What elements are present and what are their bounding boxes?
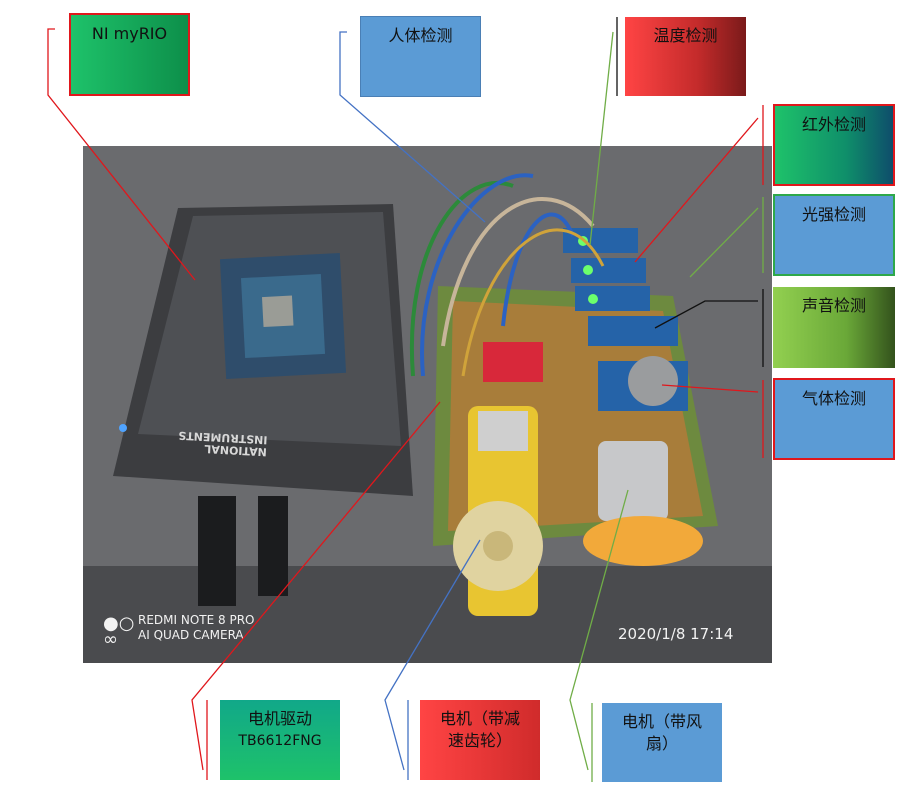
label-gear-motor-line1: 电机（带减 — [439, 709, 520, 728]
leader-light — [689, 207, 759, 278]
label-fan-motor-line2: 扇） — [645, 734, 678, 753]
label-gas-text: 气体检测 — [801, 389, 866, 408]
photo-timestamp: 2020/1/8 17:14 — [618, 625, 734, 643]
label-driver-line1: 电机驱动 — [247, 709, 312, 728]
label-infrared-text: 红外检测 — [801, 115, 866, 134]
fan-motor — [583, 441, 703, 566]
leader-driver — [191, 401, 441, 771]
label-sound-text: 声音检测 — [801, 296, 866, 315]
camera-watermark: REDMI NOTE 8 PRO AI QUAD CAMERA — [138, 613, 254, 643]
hardware-illustration — [83, 146, 772, 663]
label-sound: 声音检测 — [773, 287, 895, 368]
label-fan-motor-line1: 电机（带风 — [621, 712, 702, 731]
leader-gas — [661, 384, 759, 393]
label-driver-line2: TB6612FNG — [238, 733, 322, 749]
label-human-text: 人体检测 — [388, 26, 453, 45]
leader-fan-motor — [569, 489, 629, 771]
label-myrio-text: NI myRIO — [91, 24, 168, 43]
label-temperature: 温度检测 — [625, 17, 746, 96]
myrio-device — [113, 204, 413, 496]
label-myrio: NI myRIO — [69, 13, 190, 96]
label-driver: 电机驱动 TB6612FNG — [220, 700, 340, 780]
label-light: 光强检测 — [773, 194, 895, 276]
leader-temperature — [589, 31, 614, 246]
gear-motor — [453, 406, 543, 616]
camera-logo-icon: ●○∞ — [103, 613, 135, 650]
watermark-line2: AI QUAD CAMERA — [138, 628, 244, 642]
leader-gear-motor — [384, 539, 481, 771]
hardware-photo: REDMI NOTE 8 PRO AI QUAD CAMERA ●○∞ 2020… — [83, 146, 772, 663]
leader-sound — [654, 300, 758, 329]
label-light-text: 光强检测 — [801, 205, 866, 224]
watermark-line1: REDMI NOTE 8 PRO — [138, 613, 255, 627]
leader-infrared — [634, 117, 759, 263]
label-temperature-text: 温度检测 — [653, 26, 718, 45]
leader-human — [339, 31, 486, 223]
label-fan-motor: 电机（带风 扇） — [602, 703, 722, 782]
label-gear-motor-line2: 速齿轮） — [447, 731, 512, 750]
label-gear-motor: 电机（带减 速齿轮） — [420, 700, 540, 780]
label-human: 人体检测 — [360, 16, 481, 97]
label-gas: 气体检测 — [773, 378, 895, 460]
leader-myrio — [47, 28, 196, 281]
label-infrared: 红外检测 — [773, 104, 895, 186]
